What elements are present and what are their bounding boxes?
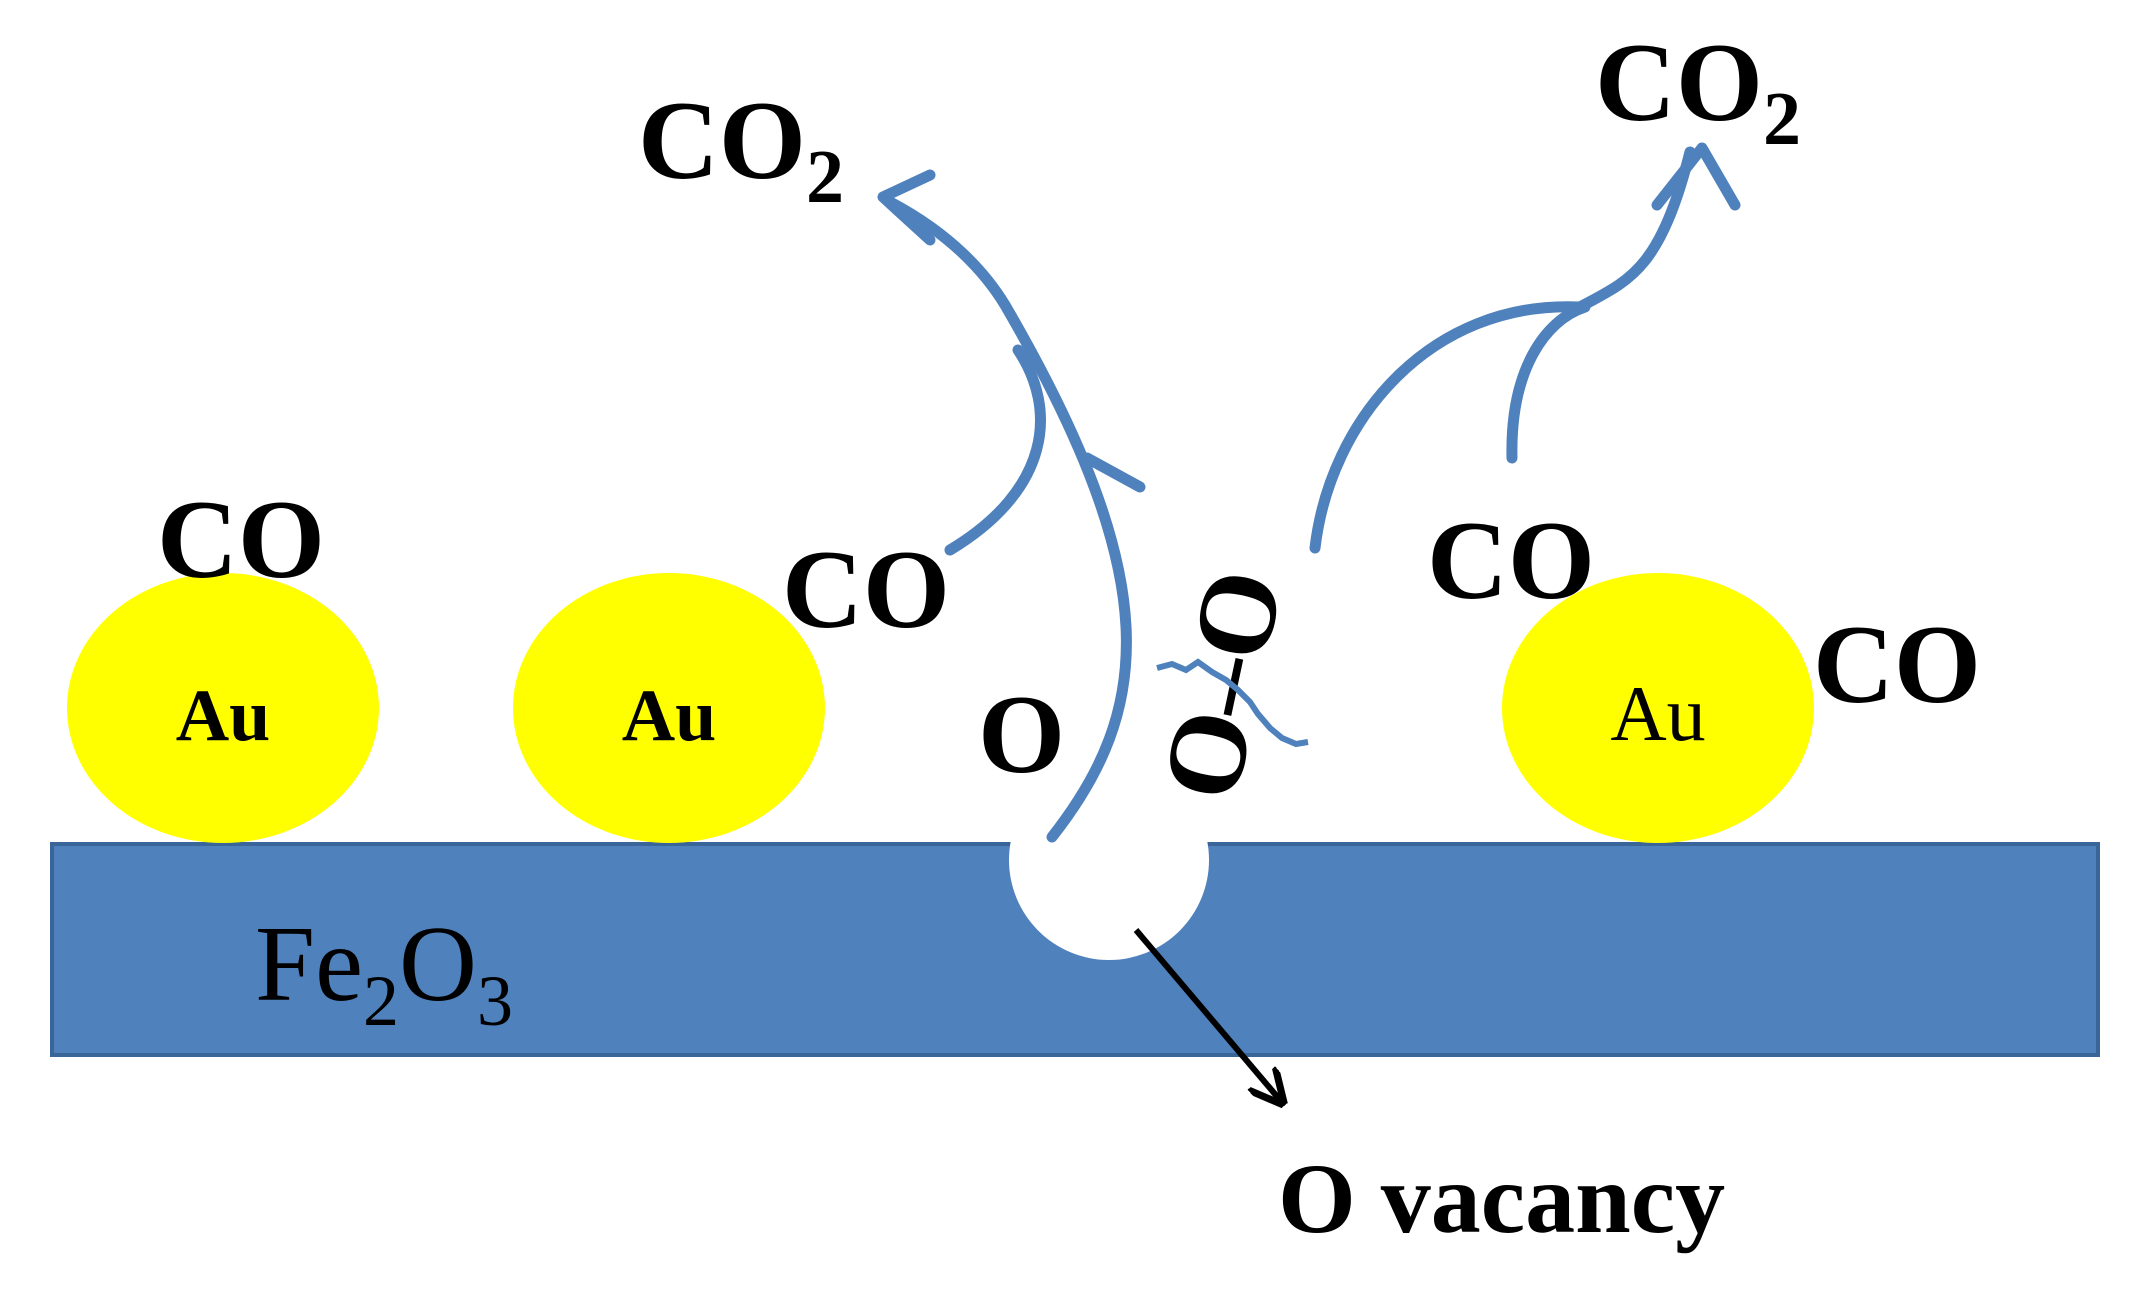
- vacancy-label: O vacancy: [1278, 1143, 1725, 1254]
- arrow-o2-to-co2: [1309, 146, 1696, 554]
- au-particle-3: [1502, 573, 1814, 843]
- arrow-o-to-co2: [886, 197, 1132, 843]
- co-label-particle2: CO: [782, 528, 950, 652]
- au-particle-2: [513, 573, 825, 843]
- au-label-3: Au: [1610, 670, 1705, 757]
- substrate-label: Fe2O3: [255, 905, 513, 1041]
- au-label-1: Au: [176, 675, 271, 757]
- co2-left-label: CO2: [638, 79, 844, 219]
- co2-right-label: CO2: [1595, 21, 1801, 161]
- co-label-particle1: CO: [157, 478, 325, 602]
- o-atom-label: O: [978, 673, 1065, 797]
- co-label-particle3-left: CO: [1427, 499, 1595, 623]
- arrow-co-to-co2: [944, 344, 1046, 556]
- arrowhead-left-co2: [877, 169, 936, 246]
- oxygen-vacancy: [1009, 760, 1209, 960]
- co-label-particle3-right: CO: [1813, 603, 1981, 727]
- au-label-2: Au: [622, 675, 717, 757]
- arrow-co-right-to-co2: [1506, 301, 1591, 464]
- bond-break-line: [1156, 658, 1309, 748]
- o2-molecule-label: O–O: [1138, 559, 1307, 810]
- vacancy-pointer-arrow: [1133, 928, 1280, 1100]
- arrowhead-left-mid: [1081, 452, 1146, 493]
- au-particle-1: [67, 573, 379, 843]
- arrowhead-right-co2: [1651, 142, 1741, 211]
